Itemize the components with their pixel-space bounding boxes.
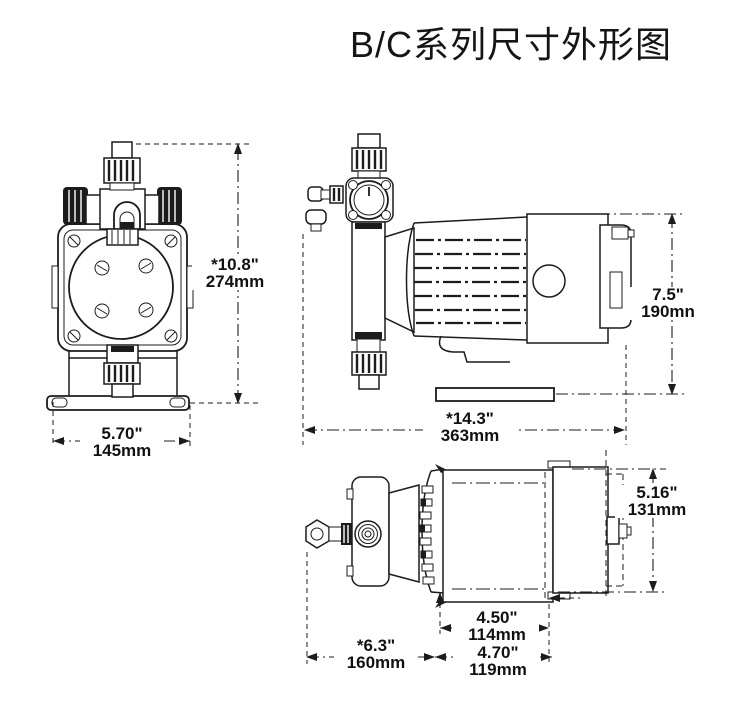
dim-front-width-label: 5.70" 145mm bbox=[80, 424, 164, 460]
page-title: B/C系列尺寸外形图 bbox=[350, 24, 673, 65]
dim-front-height-inches: *10.8" bbox=[211, 255, 259, 274]
ribbed-flange bbox=[419, 468, 445, 594]
bottom-valve-fitting bbox=[103, 344, 141, 398]
dim-top-head-length-inches: *6.3" bbox=[356, 636, 396, 655]
dim-top-head-length-mm: 160mm bbox=[346, 652, 406, 672]
dim-top-motor-overall-inches: 4.70" bbox=[477, 643, 519, 662]
dim-top-motor-length-label: 4.50" 114mm bbox=[455, 608, 539, 644]
top-elbow-fitting bbox=[305, 519, 352, 549]
dim-front-height-label: *10.8" 274mm bbox=[192, 255, 278, 291]
dim-top-motor-length-mm: 114mm bbox=[468, 624, 526, 644]
dim-side-length-label: *14.3" 363mm bbox=[423, 409, 517, 445]
front-view bbox=[46, 141, 258, 447]
side-top-fitting bbox=[351, 133, 387, 179]
dim-side-length-mm: 363mm bbox=[440, 425, 500, 445]
corner-screws bbox=[67, 234, 178, 343]
dim-top-motor-overall-mm: 119mm bbox=[469, 659, 527, 679]
dim-side-height-inches: 7.5" bbox=[652, 285, 684, 304]
terminal-fitting bbox=[611, 226, 629, 240]
head-screws bbox=[94, 258, 154, 319]
motor-fins bbox=[405, 216, 528, 341]
motor-body-top bbox=[435, 450, 632, 608]
motor-body-side bbox=[526, 213, 635, 344]
top-view bbox=[305, 450, 666, 664]
side-elbow-fitting bbox=[305, 185, 344, 232]
side-view bbox=[302, 133, 684, 445]
dim-top-motor-length-inches: 4.50" bbox=[476, 608, 518, 627]
pump-head-flange bbox=[345, 177, 394, 223]
dim-front-width-inches: 5.70" bbox=[101, 424, 143, 443]
dim-front-width-mm: 145mm bbox=[92, 440, 152, 460]
diaphragm-face bbox=[68, 234, 174, 340]
dim-top-motor-overall-label: 4.70" 119mm bbox=[456, 643, 540, 679]
dim-top-width-label: 5.16" 131mm bbox=[615, 483, 699, 519]
dim-top-head-length-label: *6.3" 160mm bbox=[334, 636, 418, 672]
valve-column bbox=[351, 221, 387, 390]
dim-side-length-inches: *14.3" bbox=[446, 409, 494, 428]
injection-fitting bbox=[354, 520, 382, 548]
top-valve-assembly bbox=[63, 141, 182, 246]
dim-top-width-mm: 131mm bbox=[627, 499, 687, 519]
dim-top-width-inches: 5.16" bbox=[636, 483, 678, 502]
dim-front-height-mm: 274mm bbox=[205, 271, 265, 291]
dim-side-height-label: 7.5" 190mn bbox=[626, 285, 710, 321]
dim-side-height-mm: 190mn bbox=[641, 301, 695, 321]
